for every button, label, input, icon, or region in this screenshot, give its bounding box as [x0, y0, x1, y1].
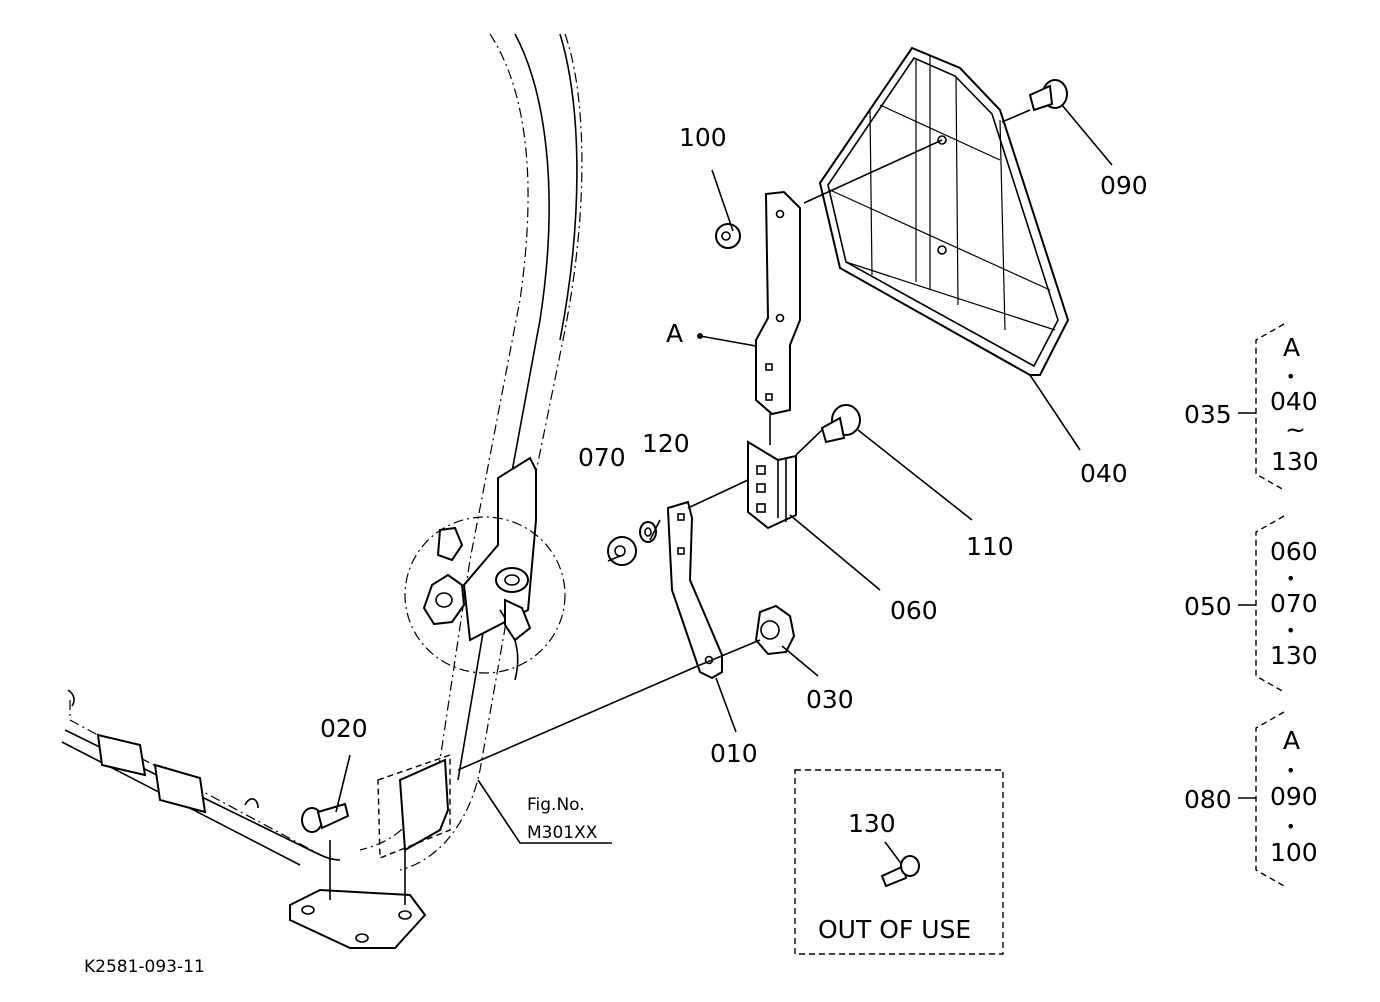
group-050-item-2: •	[1286, 569, 1295, 588]
group-080-item-4: •	[1286, 817, 1295, 836]
part-020-bolt	[301, 802, 350, 833]
callout-030: 030	[806, 685, 854, 714]
callout-090: 090	[1100, 171, 1148, 200]
group-035-item-4: ~	[1285, 415, 1306, 444]
group-035-number: 035	[1184, 400, 1232, 429]
group-050-item-5: 130	[1270, 641, 1318, 670]
out-of-use-label: OUT OF USE	[818, 915, 971, 944]
part-060-hinge	[747, 440, 797, 530]
callout-110: 110	[966, 532, 1014, 561]
part-A-bracket	[755, 190, 801, 416]
group-035-item-5: 130	[1271, 447, 1319, 476]
part-090-bolt	[1028, 79, 1068, 112]
group-080-item-5: 100	[1270, 838, 1318, 867]
callout-040: 040	[1080, 459, 1128, 488]
part-030-knob	[754, 604, 796, 656]
group-080-item-3: 090	[1270, 782, 1318, 811]
callout-060: 060	[890, 596, 938, 625]
group-080-item-1: A	[1283, 726, 1300, 755]
group-080-item-2: •	[1286, 761, 1295, 780]
figure-ref-line2: M301XX	[527, 823, 598, 843]
group-050-item-3: 070	[1270, 589, 1318, 618]
figure-ref-line1: Fig.No.	[527, 795, 585, 815]
group-050: 050 060 • 070 • 130	[1184, 515, 1318, 693]
group-035-item-2: •	[1286, 367, 1295, 386]
drawing-code: K2581-093-11	[84, 957, 205, 977]
out-of-use-box: 130 OUT OF USE	[794, 769, 1004, 955]
group-050-number: 050	[1184, 592, 1232, 621]
callout-A: A	[666, 319, 683, 348]
cab-frame	[61, 33, 583, 949]
callout-070: 070	[578, 443, 626, 472]
part-070-nut	[607, 536, 637, 566]
group-035-item-3: 040	[1270, 387, 1318, 416]
group-050-item-1: 060	[1270, 537, 1318, 566]
callout-labels: 100 090 A 070 120 110 040 060 030 010 02…	[320, 123, 1148, 843]
group-050-item-4: •	[1286, 621, 1295, 640]
part-110-bolt	[820, 404, 861, 444]
part-010-bracket	[667, 500, 723, 680]
part-100-nut	[715, 223, 741, 249]
callout-020: 020	[320, 714, 368, 743]
callout-120: 120	[642, 429, 690, 458]
callout-010: 010	[710, 739, 758, 768]
group-080-number: 080	[1184, 785, 1232, 814]
group-035-item-1: A	[1283, 333, 1300, 362]
group-080: 080 A • 090 • 100	[1184, 711, 1318, 887]
callout-130: 130	[848, 809, 896, 838]
group-035: 035 A • 040 ~ 130	[1184, 323, 1319, 491]
callout-100: 100	[679, 123, 727, 152]
part-040-mesh-guard	[818, 46, 1070, 376]
leader-lines	[335, 104, 1113, 871]
